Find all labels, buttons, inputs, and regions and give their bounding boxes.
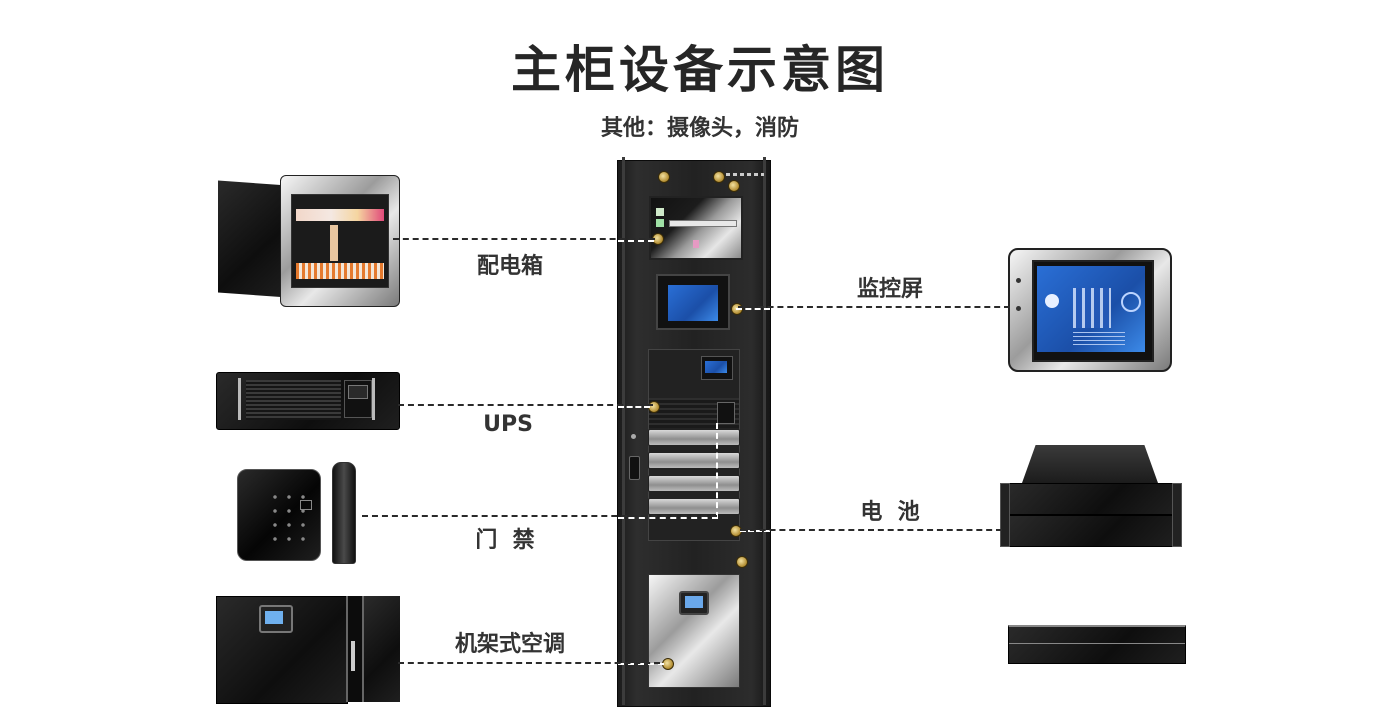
aircon-display	[265, 611, 283, 624]
battery-unit-upper	[1008, 483, 1174, 515]
aircon-front	[216, 596, 348, 704]
label-distribution-box: 配电箱	[476, 254, 543, 279]
guide-line	[736, 308, 770, 310]
bolt	[728, 180, 740, 192]
distribution-box-front	[280, 175, 400, 307]
label-monitor: 监控屏	[856, 277, 923, 302]
panel-switch	[330, 225, 338, 261]
battery-ear-left	[1000, 483, 1010, 547]
rack-post-left	[622, 157, 625, 705]
page-title: 主柜设备示意图	[511, 41, 889, 99]
aircon-device	[216, 596, 400, 704]
distribution-box-device	[218, 175, 400, 307]
connector-monitor	[738, 306, 1010, 308]
aircon-display-frame	[679, 591, 709, 615]
monitor-bezel	[1032, 260, 1154, 362]
guide-line	[716, 423, 718, 518]
panel-strip	[296, 209, 384, 221]
ups-handle-right	[372, 378, 375, 420]
ups-display-frame	[701, 356, 733, 380]
screen-rack-view	[1073, 288, 1111, 328]
monitor-button	[1016, 278, 1021, 283]
battery-top	[1022, 445, 1158, 483]
battery-drawer	[648, 475, 740, 492]
label-access-control: 门 禁	[475, 528, 535, 553]
access-lock	[332, 462, 356, 564]
connector-distribution-box	[393, 238, 655, 240]
battery-drawer	[648, 452, 740, 469]
label-battery: 电 池	[860, 500, 920, 525]
page-subtitle: 其他：摄像头，消防	[600, 116, 799, 141]
guide-line	[618, 240, 654, 242]
breaker-slot	[669, 220, 737, 227]
bolt	[713, 171, 725, 183]
bolt	[658, 171, 670, 183]
aircon-handle	[351, 641, 355, 671]
aircon-display	[685, 596, 703, 608]
connector-ups	[398, 404, 653, 406]
label-aircon: 机架式空调	[454, 632, 565, 657]
rack-post-right	[763, 157, 766, 705]
battery-drawer	[648, 498, 740, 515]
ups-lcd	[348, 385, 368, 399]
breaker-row	[296, 263, 384, 279]
connector-aircon	[398, 662, 660, 664]
keypad-buttons	[268, 490, 308, 546]
rack-unit-divider	[1009, 643, 1185, 644]
main-cabinet	[617, 157, 771, 707]
guide-line	[618, 663, 664, 665]
card-reader-icon	[300, 500, 312, 510]
guide-line	[740, 530, 770, 532]
distribution-box-panel	[291, 194, 389, 288]
screen-table	[1073, 332, 1125, 348]
battery-drawer	[648, 429, 740, 446]
monitor-screen	[1037, 266, 1145, 352]
guide-line	[618, 517, 718, 519]
bolt	[736, 556, 748, 568]
indicator-light	[656, 219, 664, 227]
monitor-device	[1008, 248, 1172, 372]
screen-dial	[1121, 292, 1141, 312]
ups-vent	[246, 380, 341, 420]
ups-device	[216, 368, 400, 430]
battery-ear-right	[1172, 483, 1182, 547]
aircon-display-frame	[259, 605, 293, 633]
keyhole-icon	[631, 434, 636, 439]
aircon-side	[364, 596, 400, 702]
switch-handle	[693, 240, 699, 248]
door-handle[interactable]	[629, 456, 640, 480]
rack-monitor-screen	[666, 283, 720, 323]
access-keypad	[237, 469, 321, 561]
ups-display	[705, 361, 727, 373]
rack-unit-device	[1008, 625, 1186, 664]
distribution-box-side	[218, 180, 288, 298]
distribution-panel	[649, 196, 743, 260]
label-ups: UPS	[483, 412, 533, 437]
connector-battery	[740, 529, 1002, 531]
battery-device	[1000, 445, 1182, 547]
aircon-door-edge	[346, 596, 364, 702]
monitor-button	[1016, 306, 1021, 311]
ups-handle-left	[238, 378, 241, 420]
connector-access-control	[362, 515, 717, 517]
screen-gauge	[1045, 294, 1059, 308]
indicator-light	[656, 208, 664, 216]
aircon-panel	[648, 574, 740, 688]
ups-control	[344, 380, 372, 418]
ups-power-switch	[717, 402, 735, 424]
rack-monitor	[656, 274, 730, 330]
indicator-strip	[726, 173, 764, 176]
battery-unit-lower	[1008, 515, 1174, 547]
guide-line	[618, 406, 650, 408]
